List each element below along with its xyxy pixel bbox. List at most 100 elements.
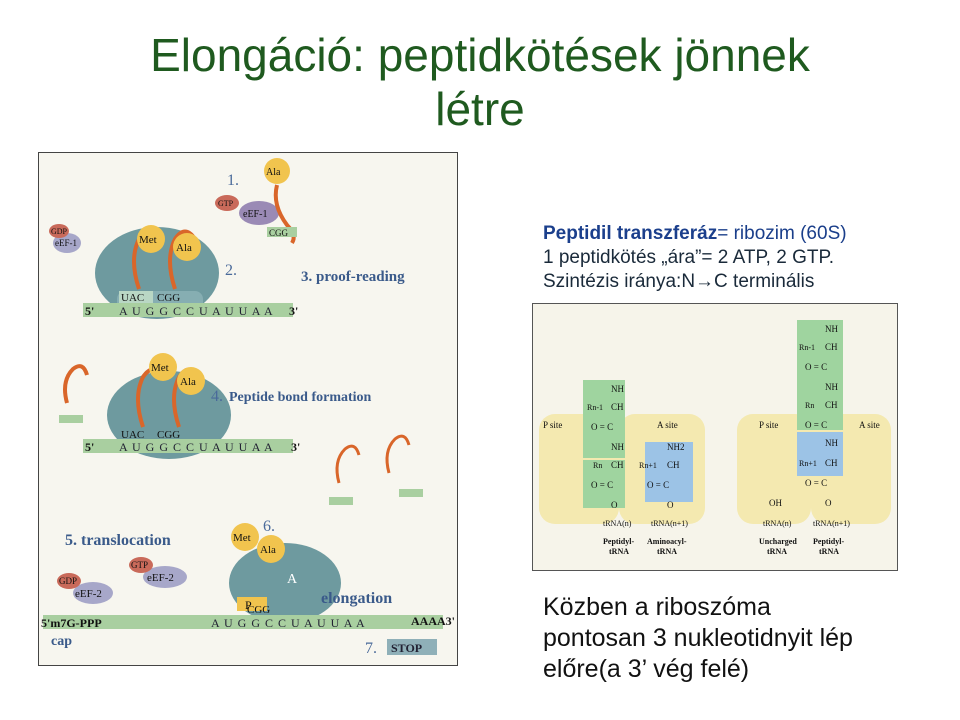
step-3-label: 3. proof-reading [301,269,405,285]
trna-free-codon [329,497,353,505]
carbonyl-group: O = C [591,480,613,490]
mrna-sequence: A U G G C C U A U U A A [119,304,274,318]
three-prime-label: 3' [289,304,298,318]
met-label: Met [151,362,169,374]
page-title: Elongáció: peptidkötések jönnek létre [0,28,960,136]
eef1-protein [53,233,81,253]
bottom-text-block: Közben a riboszóma pontosan 3 nukleotidn… [543,592,853,685]
ch-group: CH [611,402,624,412]
gdp-label: GDP [51,227,68,236]
anticodon-2: CGG [157,429,180,441]
trna-released [63,364,89,404]
ester-oxygen: O [611,500,618,510]
hydroxyl-group: OH [769,498,782,508]
nh-group: NH [611,442,624,452]
gtp-molecule [129,557,153,573]
eef1-incoming [239,201,279,225]
mrna-strand [83,303,293,317]
step-7-label: 7. [365,640,377,657]
anticodon-1: UAC [121,429,144,441]
trna-label: tRNA [609,547,629,556]
ch-group: CH [667,460,680,470]
eef2-protein [143,566,187,588]
bottom-line-2: pontosan 3 nukleotidnyit lép [543,624,853,652]
info-text-block: Peptidil transzferáz= ribozim (60S) 1 pe… [543,222,847,294]
r-n-label: Rn [593,461,602,470]
peptidyl-label: Peptidyl- [603,537,634,546]
incoming-codon-label: CGG [269,228,289,238]
p-site-label: P site [759,420,778,430]
trna-free-codon [399,489,423,497]
ester-oxygen: O [667,500,674,510]
ala-amino-acid [257,535,285,563]
aminoacyl-label: Aminoacyl- [647,537,687,546]
gtp-label: GTP [131,560,148,570]
uncharged-label: Uncharged [759,537,797,546]
nh-group: NH [825,438,838,448]
elongation-cycle-figure: 5' 3' A U G G C C U A U U A A UAC CGG Me… [38,152,458,666]
r-n1p-label: Rn+1 [639,461,657,470]
panel-bottom: 5. translocation 6. P A Met Ala elongati… [41,518,455,657]
incoming-codon [267,227,297,237]
trna-shape [168,229,197,290]
anticodon-2: CGG [247,604,270,616]
trna-label: tRNA [767,547,787,556]
ala-amino-acid [177,367,205,395]
ala-label: Ala [260,544,276,556]
step-2-label: 2. [225,262,237,279]
trna-label: tRNA [819,547,839,556]
anticodon-1: UAC [121,292,144,304]
residue-n1-box [645,442,693,502]
three-prime-label: 3' [291,440,300,454]
p-site-region [737,414,811,524]
ester-oxygen: O [825,498,832,508]
mrna-sequence: A U G G C C U A U U A A [119,440,274,454]
gdp-molecule [49,224,69,238]
step-4-label: Peptide bond formation [229,390,372,405]
eef1-incoming-label: eEF-1 [243,209,267,220]
anticodon-box [119,291,153,303]
ala-label: Ala [176,242,192,254]
five-prime-label: 5' [85,440,94,454]
polya-tail: AAAA3' [411,614,455,628]
ch-group: CH [825,458,838,468]
nh2-group: NH2 [667,442,685,452]
mrna-sequence: A U G G C C U A U U A A [211,616,366,630]
gtp-molecule [215,195,239,211]
step-5-label: 5. translocation [65,532,171,549]
p-site-box [237,597,267,611]
step-6-label: 6. [263,518,275,535]
met-label: Met [139,234,157,246]
title-line-2: létre [435,83,525,135]
title-line-1: Elongáció: peptidkötések jönnek [150,29,810,81]
peptide-chain-box [583,380,625,458]
step-1-label: 1. [227,172,239,189]
mrna-strand [43,615,443,629]
ala-incoming-label: Ala [266,167,281,178]
anticodon-2: CGG [157,292,180,304]
trna-n-label: tRNA(n) [763,519,792,528]
met-amino-acid [149,353,177,381]
peptidyl-transferase-term: Peptidil transzferáz [543,223,718,244]
trna-free [385,434,411,474]
a-site-label: A site [657,420,678,430]
peptide-chain-box [797,320,843,430]
residue-n-box [583,460,625,508]
gdp-molecule [57,573,81,589]
eef2-label: eEF-2 [75,588,102,600]
info-line-1: Peptidil transzferáz= ribozim (60S) [543,222,847,246]
cap-label: cap [51,634,72,649]
released-codon [59,415,83,423]
trna-n1-label: tRNA(n+1) [813,519,850,528]
met-amino-acid [137,225,165,253]
p-site-label: P site [543,420,562,430]
info-line-1-rest: = ribozim (60S) [717,223,847,244]
r-n1-label: Rn-1 [587,403,603,412]
ala-incoming [264,158,290,184]
peptide-bond-chemistry-svg: P site A site NH Rn-1 CH O = C NH Rn CH … [539,320,891,556]
info-line-2: 1 peptidkötés „ára”= 2 ATP, 2 GTP. [543,247,834,268]
trna-label: tRNA [657,547,677,556]
nh-group: NH [825,324,838,334]
info-line-3: Szintézis iránya:N→C terminális [543,271,815,292]
eef2-label: eEF-2 [147,572,174,584]
